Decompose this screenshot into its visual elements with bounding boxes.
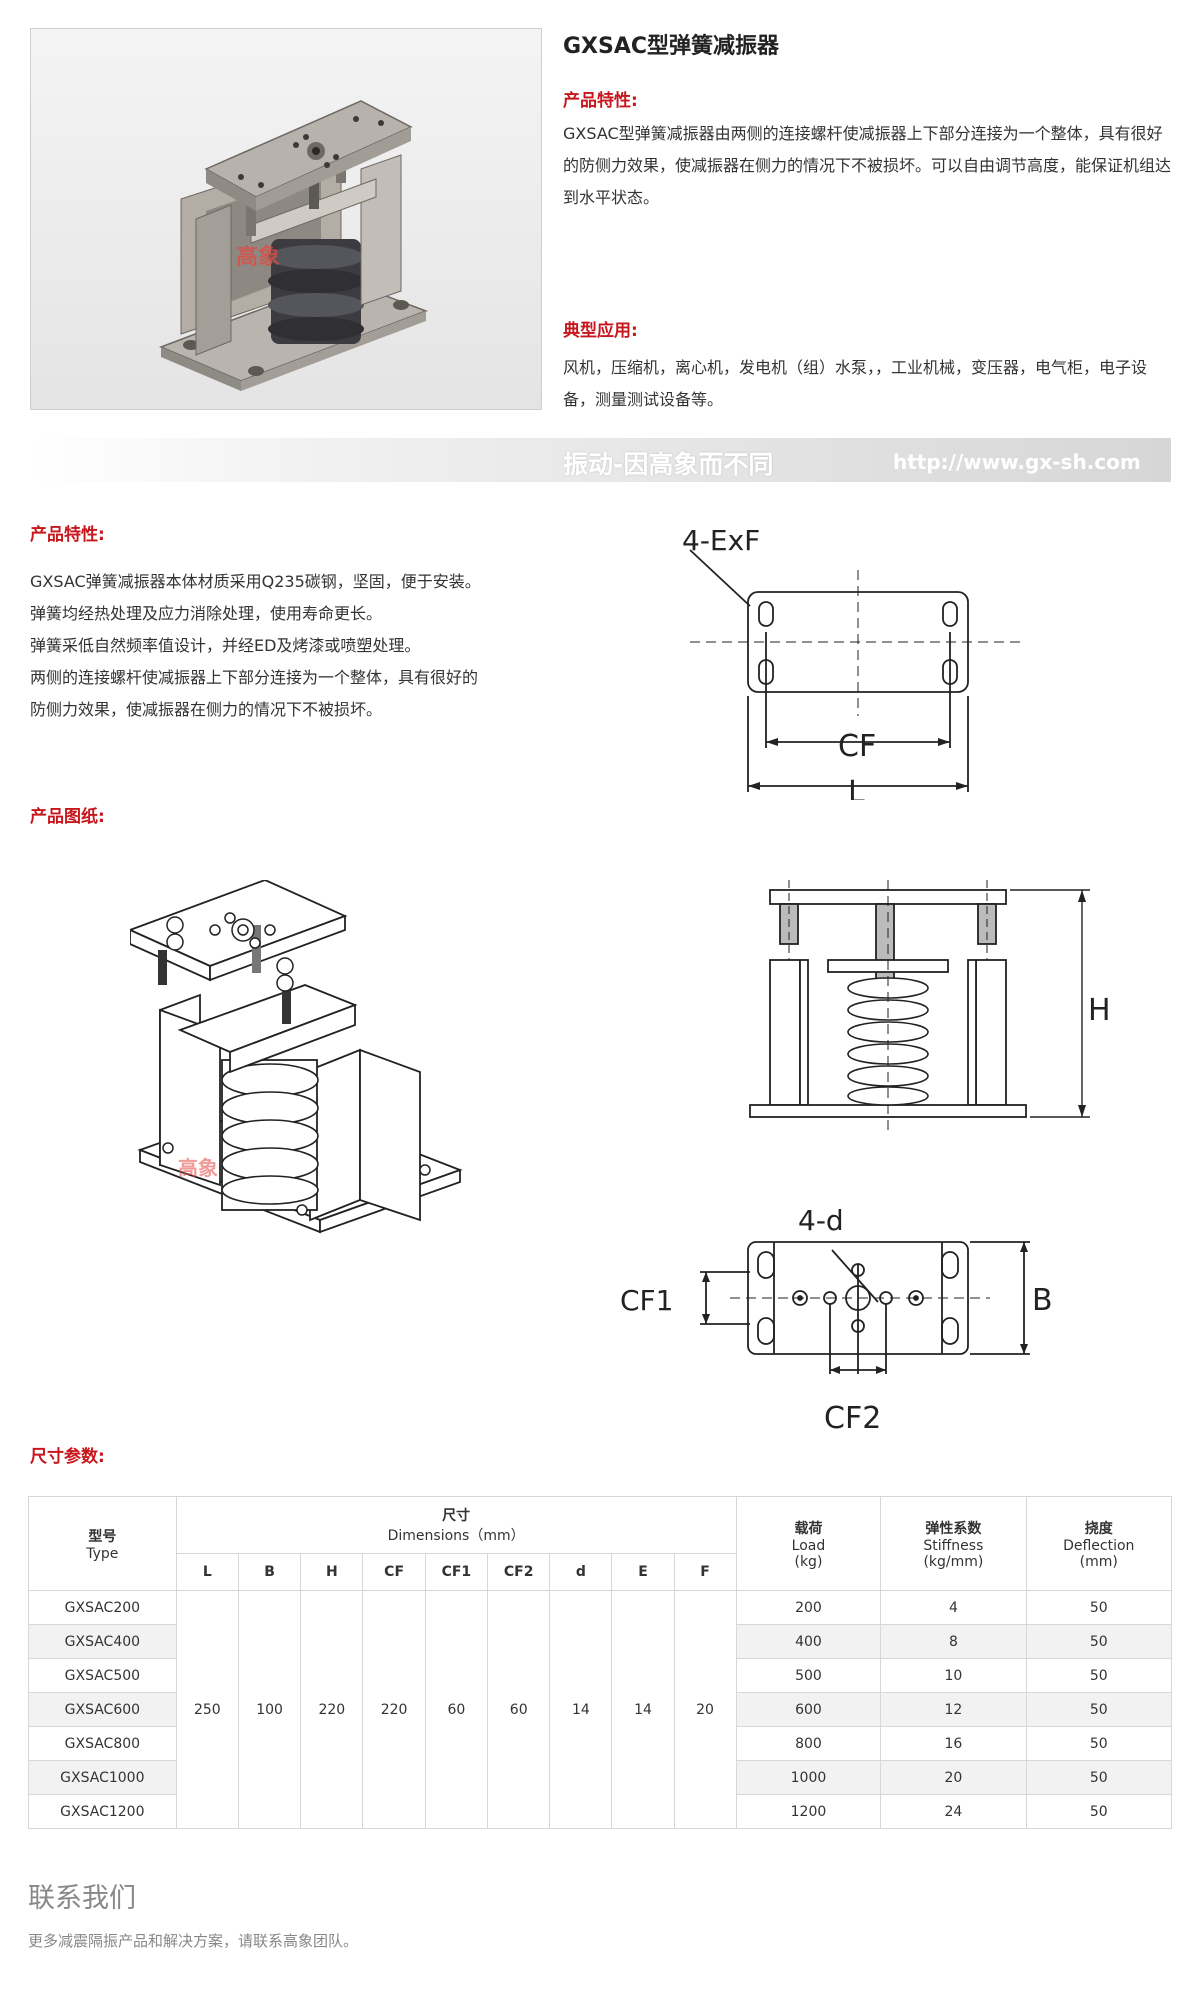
- cell-load: 800: [735, 1726, 882, 1761]
- cell-load: 1000: [735, 1760, 882, 1795]
- contact-text: 更多减震隔振产品和解决方案，请联系高象团队。: [28, 1932, 359, 1950]
- spring-shape: [268, 239, 364, 344]
- features2-line: 两侧的连接螺杆使减振器上下部分连接为一个整体，具有很好的: [30, 668, 479, 687]
- table-row: GXSAC1000 1000 20 50: [28, 1760, 1172, 1795]
- cell-dim: 60: [487, 1590, 551, 1829]
- table-row: GXSAC1200 1200 24 50: [28, 1794, 1172, 1829]
- label-cf: CF: [838, 729, 876, 764]
- label-d: 4-d: [798, 1204, 844, 1237]
- product-render: [158, 100, 429, 391]
- top-view-drawing: 4-ExF CF L: [682, 524, 1026, 800]
- cell-stiffness: 4: [880, 1590, 1027, 1625]
- application-heading: 典型应用:: [563, 321, 638, 341]
- cell-dim: 20: [673, 1590, 737, 1829]
- features-heading: 产品特性:: [563, 91, 638, 111]
- side-view-drawing: H: [749, 880, 1111, 1130]
- table-row: GXSAC600 600 12 50: [28, 1692, 1172, 1727]
- label-b: B: [1032, 1283, 1053, 1318]
- dim-header: E: [611, 1553, 675, 1591]
- features2-line: 防侧力效果，使减振器在侧力的情况下不被损坏。: [30, 700, 383, 719]
- dim-header: CF2: [487, 1553, 551, 1591]
- table-row: GXSAC400 400 8 50: [28, 1624, 1172, 1659]
- cell-stiffness: 10: [880, 1658, 1027, 1693]
- cell-load: 200: [735, 1590, 882, 1625]
- label-l: L: [848, 775, 865, 800]
- dim-header: H: [300, 1553, 364, 1591]
- dim-header: B: [237, 1553, 302, 1591]
- cell-stiffness: 16: [880, 1726, 1027, 1761]
- product-photo: 高象: [30, 28, 542, 410]
- features-text: GXSAC型弹簧减振器由两侧的连接螺杆使减振器上下部分连接为一个整体，具有很好的…: [563, 124, 1172, 207]
- cell-load: 1200: [735, 1794, 882, 1829]
- dim-header: CF: [362, 1553, 426, 1591]
- cell-type: GXSAC800: [28, 1726, 177, 1761]
- banner-slogan: 振动-因高象而不同: [563, 450, 774, 479]
- cell-stiffness: 8: [880, 1624, 1027, 1659]
- features2-list: GXSAC弹簧减振器本体材质采用Q235碳钢，坚固，便于安装。 弹簧均经热处理及…: [30, 566, 590, 726]
- cell-type: GXSAC600: [28, 1692, 177, 1727]
- cell-dim: 250: [175, 1590, 239, 1829]
- label-exf: 4-ExF: [682, 524, 760, 557]
- cell-deflection: 50: [1025, 1692, 1172, 1727]
- cell-dim: 60: [424, 1590, 489, 1829]
- label-h: H: [1088, 993, 1111, 1028]
- cell-load: 400: [735, 1624, 882, 1659]
- dim-header: F: [673, 1553, 737, 1591]
- spring-coils: [221, 1063, 319, 1205]
- cell-type: GXSAC200: [28, 1590, 177, 1625]
- cell-dim: 100: [237, 1590, 302, 1829]
- cell-type: GXSAC1200: [28, 1794, 177, 1829]
- cell-stiffness: 24: [880, 1794, 1027, 1829]
- params-heading: 尺寸参数:: [30, 1447, 105, 1467]
- cell-dim: 220: [362, 1590, 426, 1829]
- cell-load: 500: [735, 1658, 882, 1693]
- dim-header: L: [175, 1553, 239, 1591]
- cell-stiffness: 20: [880, 1760, 1027, 1795]
- cell-deflection: 50: [1025, 1624, 1172, 1659]
- cell-type: GXSAC400: [28, 1624, 177, 1659]
- label-cf2: CF2: [824, 1401, 881, 1436]
- dim-header: CF1: [424, 1553, 489, 1591]
- slogan-banner: [30, 438, 1171, 482]
- drawing-heading: 产品图纸:: [30, 807, 105, 827]
- isometric-drawing: 高象: [130, 880, 463, 1234]
- table-row: GXSAC500 500 10 50: [28, 1658, 1172, 1693]
- bottom-view-drawing: 4-d CF1 B CF2: [620, 1204, 1053, 1436]
- banner-url-link[interactable]: http://www.gx-sh.com: [893, 450, 1141, 474]
- cell-deflection: 50: [1025, 1726, 1172, 1761]
- drawing-watermark: 高象: [178, 1156, 218, 1180]
- cell-load: 600: [735, 1692, 882, 1727]
- table-row: GXSAC800 800 16 50: [28, 1726, 1172, 1761]
- cell-stiffness: 12: [880, 1692, 1027, 1727]
- features2-line: 弹簧采低自然频率值设计，并经ED及烤漆或喷塑处理。: [30, 636, 421, 655]
- features2-line: 弹簧均经热处理及应力消除处理，使用寿命更长。: [30, 604, 383, 623]
- cell-dim: 220: [300, 1590, 364, 1829]
- cell-deflection: 50: [1025, 1760, 1172, 1795]
- product-title: GXSAC型弹簧减振器: [563, 34, 780, 59]
- dim-header: d: [549, 1553, 613, 1591]
- photo-watermark: 高象: [236, 245, 281, 270]
- label-cf1: CF1: [620, 1284, 673, 1317]
- table-row: GXSAC200 250 100 220 220 60 60 14 14 20 …: [28, 1590, 1172, 1829]
- cell-dim: 14: [549, 1590, 613, 1829]
- cell-type: GXSAC500: [28, 1658, 177, 1693]
- contact-heading: 联系我们: [28, 1883, 136, 1914]
- cell-deflection: 50: [1025, 1658, 1172, 1693]
- application-text: 风机，压缩机，离心机，发电机（组）水泵，，工业机械，变压器，电气柜，电子设备，测…: [563, 358, 1148, 409]
- cell-type: GXSAC1000: [28, 1760, 177, 1795]
- cell-dim: 14: [611, 1590, 675, 1829]
- cell-deflection: 50: [1025, 1794, 1172, 1829]
- cell-deflection: 50: [1025, 1590, 1172, 1625]
- features2-heading: 产品特性:: [30, 525, 105, 545]
- features2-line: GXSAC弹簧减振器本体材质采用Q235碳钢，坚固，便于安装。: [30, 572, 481, 591]
